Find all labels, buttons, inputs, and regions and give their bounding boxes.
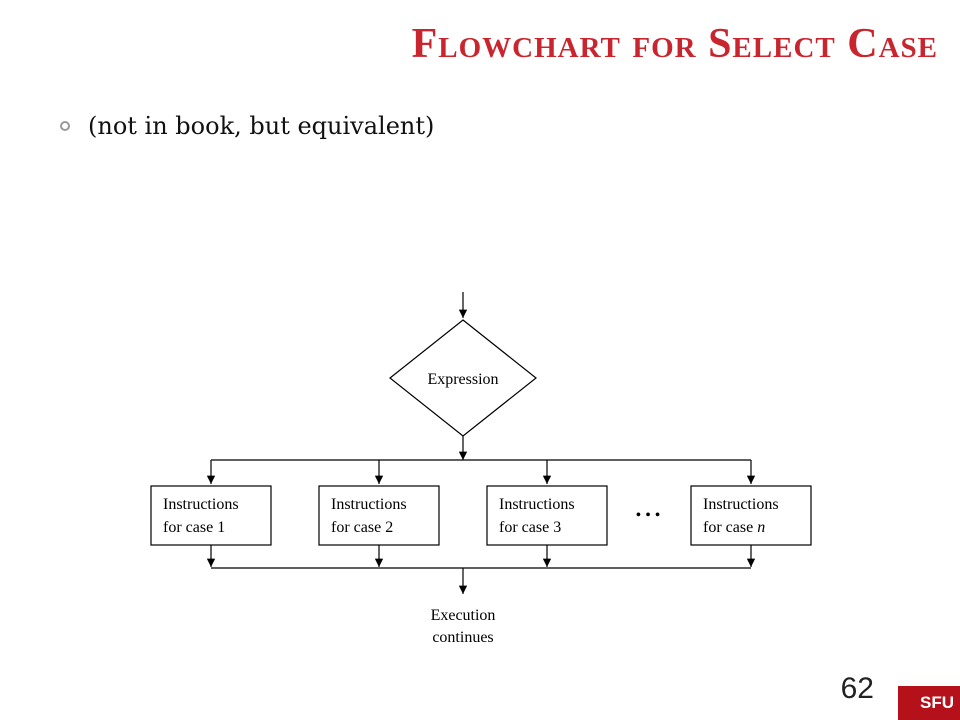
- sfu-logo: SFU: [898, 686, 960, 720]
- bullet-item: (not in book, but equivalent): [60, 112, 434, 140]
- slide-title: Flowchart for Select Case: [411, 21, 938, 67]
- case-n-line1: Instructions: [703, 496, 779, 513]
- case-box-1: [150, 485, 272, 546]
- ellipsis: • • •: [636, 507, 661, 524]
- case-box-3: [486, 485, 608, 546]
- case-3-line2: for case 3: [499, 519, 561, 536]
- decision-label: Expression: [427, 371, 498, 388]
- case-box-2: [318, 485, 440, 546]
- case-n-line2: for case n: [703, 519, 765, 536]
- case-box-n: [690, 485, 812, 546]
- bullet-circle-icon: [60, 121, 70, 131]
- case-2-line1: Instructions: [331, 496, 407, 513]
- case-1-line2: for case 1: [163, 519, 225, 536]
- end-label-line1: Execution: [431, 607, 496, 624]
- case-3-line1: Instructions: [499, 496, 575, 513]
- case-1-line1: Instructions: [163, 496, 239, 513]
- end-label-line2: continues: [432, 629, 493, 646]
- case-2-line2: for case 2: [331, 519, 393, 536]
- bullet-text: (not in book, but equivalent): [88, 112, 435, 140]
- page-number: 62: [840, 672, 874, 705]
